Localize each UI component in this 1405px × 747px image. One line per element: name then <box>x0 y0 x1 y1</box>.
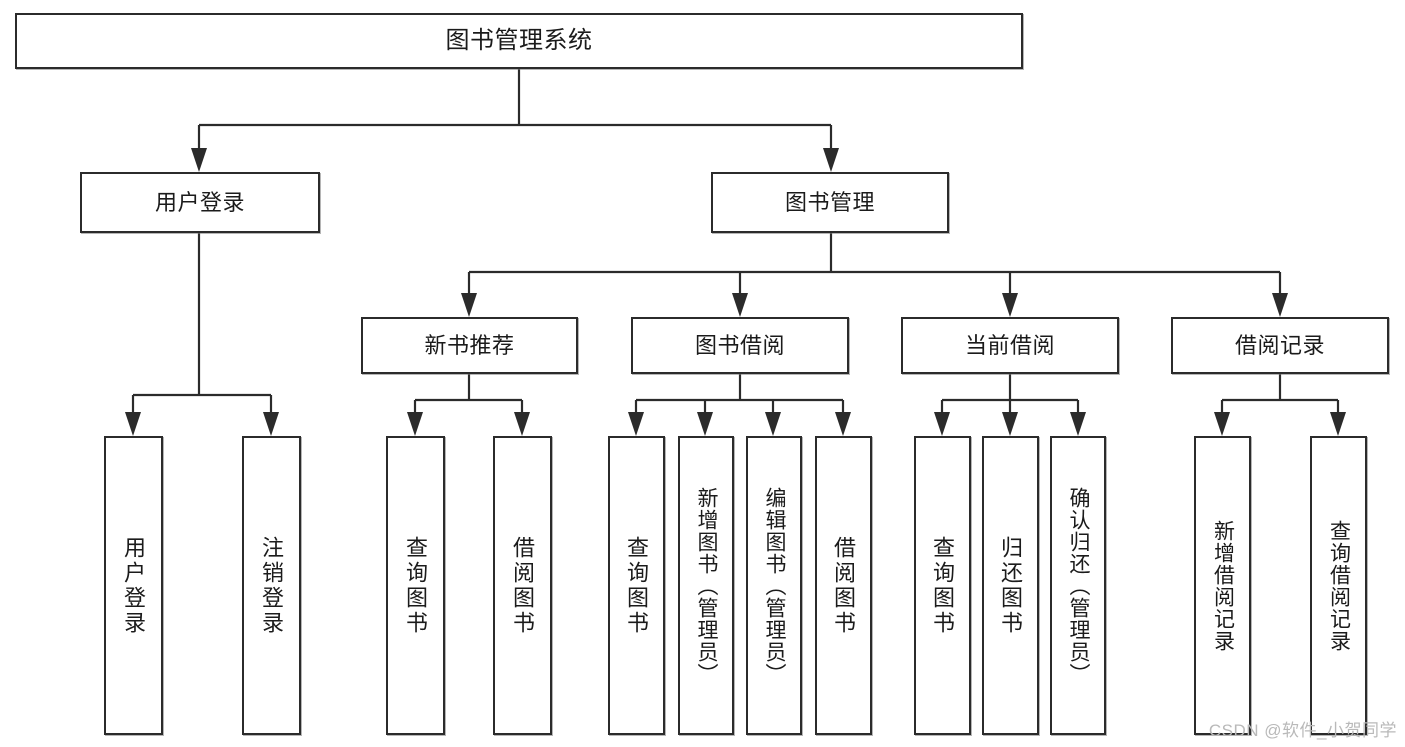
node-label: 借阅图书 <box>510 535 536 636</box>
node-label: 查询图书 <box>930 535 956 636</box>
node-label: 新增借阅记录 <box>1211 519 1235 652</box>
node-label: 图书管理 <box>784 189 875 215</box>
node-new-book-recommend[interactable]: 新书推荐 <box>361 317 578 374</box>
node-leaf-query-record[interactable]: 查询借阅记录 <box>1310 436 1367 735</box>
node-leaf-query-book-2[interactable]: 查询图书 <box>608 436 665 735</box>
node-leaf-add-book[interactable]: 新增图书（管理员） <box>678 436 734 735</box>
node-book-borrow[interactable]: 图书借阅 <box>631 317 849 374</box>
node-root-system[interactable]: 图书管理系统 <box>15 13 1023 69</box>
node-label: 确认归还（管理员） <box>1067 486 1091 685</box>
node-leaf-user-login[interactable]: 用户登录 <box>104 436 163 735</box>
node-leaf-confirm-return[interactable]: 确认归还（管理员） <box>1050 436 1106 735</box>
node-label: 借阅图书 <box>831 535 857 636</box>
node-leaf-edit-book[interactable]: 编辑图书（管理员） <box>746 436 802 735</box>
node-leaf-borrow-book-2[interactable]: 借阅图书 <box>815 436 872 735</box>
node-label: 借阅记录 <box>1234 332 1325 358</box>
csdn-watermark: CSDN @软件_小贺同学 <box>1208 721 1397 740</box>
node-book-manage[interactable]: 图书管理 <box>711 172 949 233</box>
node-leaf-borrow-book-1[interactable]: 借阅图书 <box>493 436 552 735</box>
node-label: 用户登录 <box>121 535 147 636</box>
node-label: 当前借阅 <box>964 332 1055 358</box>
node-label: 新增图书（管理员） <box>695 486 719 685</box>
node-leaf-query-book-1[interactable]: 查询图书 <box>386 436 445 735</box>
node-label: 新书推荐 <box>424 332 515 358</box>
node-leaf-add-record[interactable]: 新增借阅记录 <box>1194 436 1251 735</box>
node-leaf-query-book-3[interactable]: 查询图书 <box>914 436 971 735</box>
node-label: 查询图书 <box>403 535 429 636</box>
node-label: 图书管理系统 <box>445 26 593 54</box>
node-label: 归还图书 <box>998 535 1024 636</box>
node-label: 用户登录 <box>154 189 245 215</box>
node-user-login[interactable]: 用户登录 <box>80 172 320 233</box>
node-label: 编辑图书（管理员） <box>763 486 787 685</box>
node-label: 图书借阅 <box>694 332 785 358</box>
node-current-borrow[interactable]: 当前借阅 <box>901 317 1119 374</box>
node-leaf-return-book[interactable]: 归还图书 <box>982 436 1039 735</box>
node-label: 查询借阅记录 <box>1327 519 1351 652</box>
node-label: 查询图书 <box>624 535 650 636</box>
node-borrow-record[interactable]: 借阅记录 <box>1171 317 1389 374</box>
node-leaf-user-logout[interactable]: 注销登录 <box>242 436 301 735</box>
node-label: 注销登录 <box>259 535 285 636</box>
